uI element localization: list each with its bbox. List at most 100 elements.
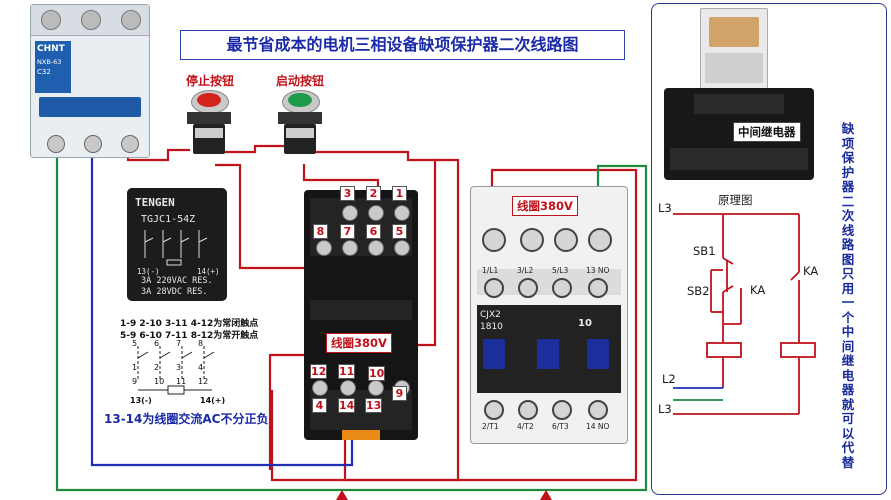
svg-text:9: 9 bbox=[132, 377, 137, 386]
socket-screw-b1 bbox=[316, 240, 332, 256]
stop-button-label: 停止按钮 bbox=[186, 74, 235, 88]
socket-pin-4: 4 bbox=[312, 398, 327, 413]
svg-text:6: 6 bbox=[154, 340, 159, 348]
breaker-rating: C32 bbox=[37, 68, 51, 76]
contactor-screw-b4 bbox=[588, 400, 608, 420]
schematic-label: 原理图 bbox=[718, 193, 753, 207]
breaker-terminal-1 bbox=[47, 135, 65, 153]
relay-rating-1: 3A 220VAC RES. bbox=[141, 276, 213, 286]
contactor-rating: 10 bbox=[578, 318, 592, 329]
breaker-model: NXB-63 bbox=[37, 58, 62, 66]
socket-pin-10: 10 bbox=[368, 366, 385, 381]
relay-contact-diagram-icon bbox=[144, 230, 208, 266]
contactor-screw-m4 bbox=[588, 278, 608, 298]
socket-screw-a3 bbox=[394, 205, 410, 221]
contactor-terminal-l3: 5/L3 bbox=[552, 266, 569, 275]
svg-text:2: 2 bbox=[154, 363, 159, 372]
contactor-screw-t4 bbox=[588, 228, 612, 252]
contactor-terminal-l2: 3/L2 bbox=[517, 266, 534, 275]
stop-button[interactable] bbox=[187, 90, 231, 158]
breaker-terminal-2 bbox=[84, 135, 102, 153]
socket-pin-6: 6 bbox=[366, 224, 381, 239]
socket-pin-5: 5 bbox=[392, 224, 407, 239]
contactor-model: CJX2 bbox=[480, 310, 501, 320]
label-L2: L2 bbox=[662, 372, 676, 386]
contactor-screw-m2 bbox=[518, 278, 538, 298]
red-wire-stop-start bbox=[215, 144, 285, 154]
svg-text:12: 12 bbox=[198, 377, 208, 386]
relay-pin-14: 14(+) bbox=[197, 267, 220, 276]
socket-pin-11: 11 bbox=[338, 364, 355, 379]
contactor-screw-t3 bbox=[554, 228, 578, 252]
circuit-breaker: CHNT NXB-63 C32 bbox=[30, 4, 150, 158]
socket-pin-9: 9 bbox=[392, 386, 407, 401]
contactor-terminal-13no: 13 NO bbox=[586, 266, 610, 275]
label-KA-2: KA bbox=[803, 264, 819, 278]
breaker-label-plate: CHNT NXB-63 C32 bbox=[35, 41, 71, 93]
socket-pin-14: 14 bbox=[338, 398, 355, 413]
contactor-terminal-t3: 6/T3 bbox=[552, 422, 569, 431]
relay-module: TENGEN TGJC1-54Z 13(-) 14(+) 3A 220VAC R… bbox=[127, 188, 227, 301]
intermediate-relay-image bbox=[700, 8, 768, 90]
contactor-screw-b2 bbox=[518, 400, 538, 420]
breaker-screw-1 bbox=[41, 10, 61, 30]
socket-pin-2: 2 bbox=[366, 186, 381, 201]
svg-text:10: 10 bbox=[154, 377, 164, 386]
label-L3-bottom: L3 bbox=[658, 402, 672, 416]
socket-screw-b4 bbox=[394, 240, 410, 256]
socket-coil-label: 线圈380V bbox=[326, 333, 392, 353]
contactor-screw-t1 bbox=[482, 228, 506, 252]
start-button[interactable] bbox=[278, 90, 322, 158]
socket-pin-7: 7 bbox=[340, 224, 355, 239]
socket-screw-c1 bbox=[312, 380, 328, 396]
breaker-screw-2 bbox=[81, 10, 101, 30]
socket-pin-8: 8 bbox=[313, 224, 328, 239]
relay-rating-2: 3A 28VDC RES. bbox=[141, 287, 208, 297]
contactor-size: 1810 bbox=[480, 322, 503, 332]
socket-screw-b2 bbox=[342, 240, 358, 256]
svg-text:4: 4 bbox=[198, 363, 203, 372]
schematic-pin-13: 13(-) bbox=[130, 396, 152, 405]
relay-pin-13: 13(-) bbox=[137, 267, 160, 276]
contactor-coil-label: 线圈380V bbox=[512, 196, 578, 216]
label-SB1: SB1 bbox=[693, 244, 716, 258]
green-wire bbox=[55, 148, 648, 492]
contactor-terminal-14no: 14 NO bbox=[586, 422, 610, 431]
red-wire-coil-contactor bbox=[343, 168, 638, 482]
socket-screw-c2 bbox=[340, 380, 356, 396]
svg-text:8: 8 bbox=[198, 340, 203, 348]
contactor-screw-m1 bbox=[484, 278, 504, 298]
control-circuit-schematic bbox=[673, 213, 816, 415]
breaker-toggle[interactable] bbox=[39, 97, 141, 117]
svg-text:7: 7 bbox=[176, 340, 181, 348]
breaker-terminal-3 bbox=[121, 135, 139, 153]
relay-brand: TENGEN bbox=[135, 196, 175, 209]
label-SB2: SB2 bbox=[687, 284, 710, 298]
diagram-title: 最节省成本的电机三相设备缺项保护器二次线路图 bbox=[180, 30, 625, 60]
socket-pin-13: 13 bbox=[365, 398, 382, 413]
arrow-marker-2 bbox=[540, 490, 552, 500]
contactor-screw-b3 bbox=[552, 400, 572, 420]
contact-note-nc: 1-9 2-10 3-11 4-12为常闭触点 bbox=[120, 319, 259, 329]
socket-screw-a1 bbox=[342, 205, 358, 221]
socket-screw-b3 bbox=[368, 240, 384, 256]
contactor-terminal-t2: 4/T2 bbox=[517, 422, 534, 431]
coil-note: 13-14为线圈交流AC不分正负 bbox=[104, 412, 269, 426]
vertical-note: 缺项保护器二次线路图只用一个中间继电器就可以代替 bbox=[841, 121, 855, 470]
start-button-label: 启动按钮 bbox=[276, 74, 325, 88]
svg-text:11: 11 bbox=[176, 377, 186, 386]
svg-text:5: 5 bbox=[132, 340, 137, 348]
contactor-screw-b1 bbox=[484, 400, 504, 420]
label-KA-1: KA bbox=[750, 283, 766, 297]
socket-pin-1: 1 bbox=[392, 186, 407, 201]
contactor-window-2 bbox=[537, 339, 559, 369]
socket-screw-a2 bbox=[368, 205, 384, 221]
relay-model: TGJC1-54Z bbox=[141, 214, 196, 225]
schematic-panel bbox=[651, 3, 887, 495]
socket-screw-c3 bbox=[368, 380, 384, 396]
label-L3-top: L3 bbox=[658, 201, 672, 215]
svg-text:3: 3 bbox=[176, 363, 181, 372]
relay-label: 中间继电器 bbox=[733, 122, 801, 142]
breaker-screw-3 bbox=[121, 10, 141, 30]
